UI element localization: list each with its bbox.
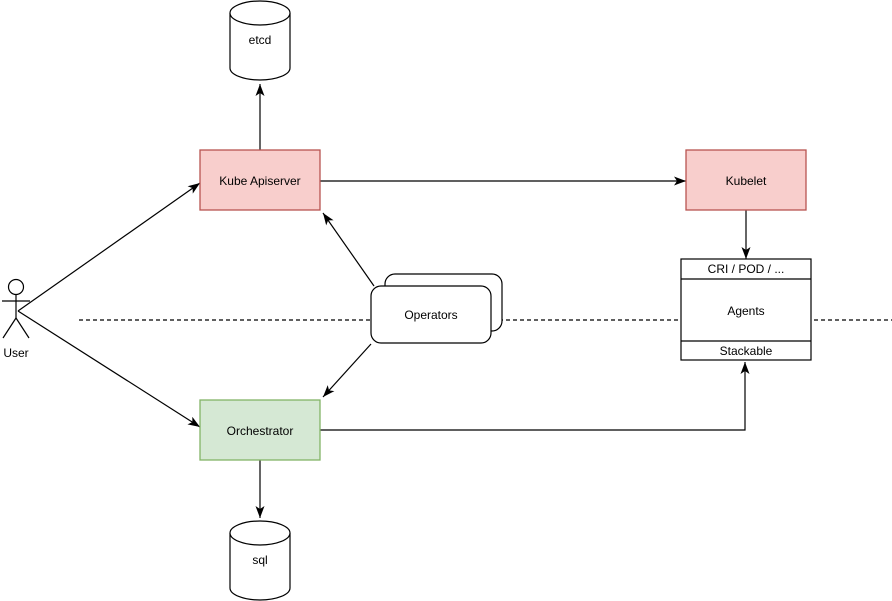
agents-header-label: CRI / POD / ...: [708, 262, 785, 276]
node-sql[interactable]: sql: [229, 520, 291, 601]
edges-layer: [17, 84, 751, 518]
node-etcd[interactable]: etcd: [229, 0, 291, 81]
etcd-label: etcd: [249, 33, 272, 47]
kubelet-label: Kubelet: [726, 174, 767, 188]
node-kube-apiserver[interactable]: Kube Apiserver: [199, 149, 321, 211]
edge-operators-to-apiserver[interactable]: [322, 212, 375, 287]
user-label: User: [3, 346, 28, 360]
sql-label: sql: [252, 553, 267, 567]
kube-apiserver-label: Kube Apiserver: [219, 174, 300, 188]
edge-orchestrator-to-stackable[interactable]: [320, 362, 750, 431]
agents-body-label: Agents: [727, 304, 764, 318]
edge-user-to-apiserver[interactable]: [17, 182, 201, 312]
node-agents[interactable]: CRI / POD / ... Agents Stackable: [680, 258, 812, 361]
node-orchestrator[interactable]: Orchestrator: [199, 399, 321, 461]
operators-front-card: [370, 285, 492, 344]
node-kubelet[interactable]: Kubelet: [685, 149, 807, 211]
orchestrator-label: Orchestrator: [227, 424, 294, 438]
operators-label: Operators: [404, 308, 457, 322]
node-user[interactable]: User: [2, 278, 30, 361]
node-operators[interactable]: Operators: [370, 273, 503, 344]
sql-database-icon-rim: [229, 532, 291, 546]
user-actor-icon: [2, 278, 30, 339]
agents-footer-label: Stackable: [720, 344, 773, 358]
edge-user-to-orchestrator[interactable]: [17, 310, 201, 428]
etcd-database-icon-rim: [229, 12, 291, 26]
edge-operators-to-orchestrator[interactable]: [322, 343, 372, 398]
